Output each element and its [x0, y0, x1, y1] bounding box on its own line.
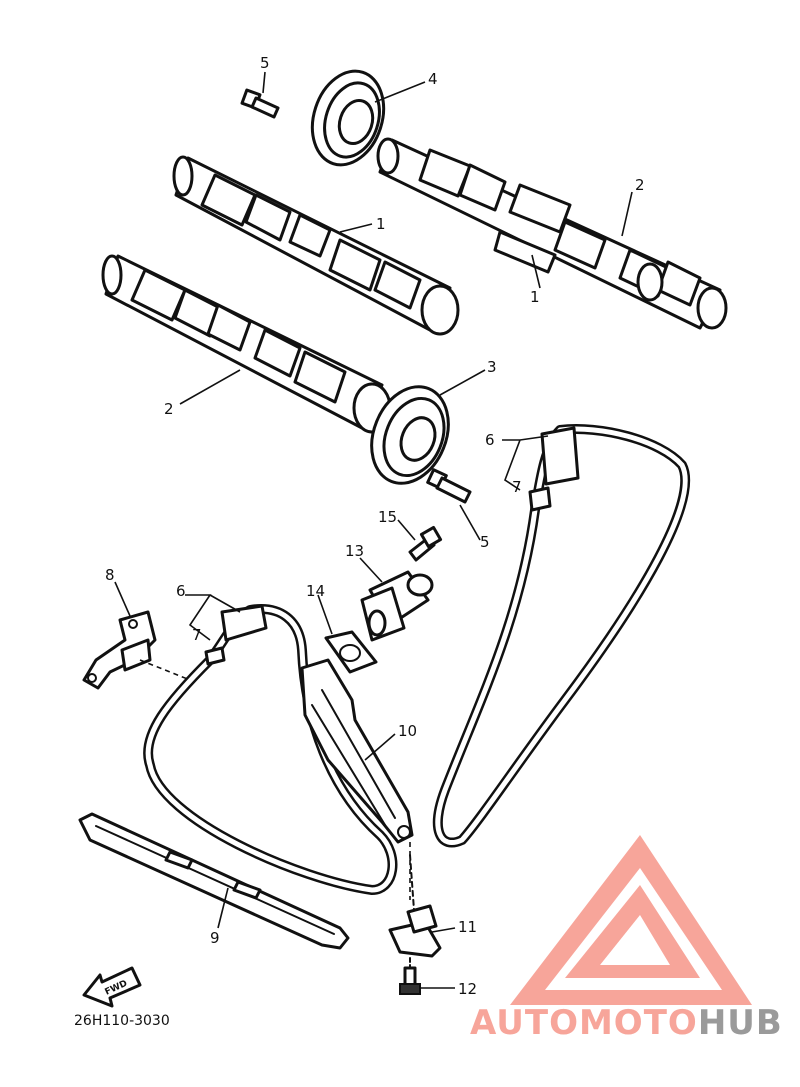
callout-13: 13 — [345, 542, 364, 560]
callout-2-lower: 2 — [164, 400, 174, 418]
camshaft-middle — [172, 155, 460, 336]
callout-12: 12 — [458, 980, 477, 998]
watermark-text-part1: AUTOMOTO — [470, 1003, 698, 1043]
timing-chain-right — [432, 424, 691, 848]
bolt-12 — [399, 957, 421, 995]
callout-14: 14 — [306, 582, 325, 600]
part-code: 26H110-3030 — [74, 1013, 170, 1029]
callout-15: 15 — [378, 508, 397, 526]
stopper-guide-11 — [388, 854, 442, 958]
callout-8: 8 — [105, 566, 115, 584]
callout-10: 10 — [398, 722, 417, 740]
callout-1-upper: 1 — [530, 288, 540, 306]
bolt-5-top — [240, 88, 280, 119]
chain-tensioner-13 — [360, 570, 434, 642]
cam-sprocket-3 — [370, 385, 450, 485]
bracket-8 — [82, 610, 157, 690]
camshaft-upper-right — [376, 137, 728, 330]
callout-11: 11 — [458, 918, 477, 936]
cam-sprocket-4 — [310, 69, 386, 167]
callout-6-right: 6 — [485, 431, 495, 449]
callout-5-lower: 5 — [480, 533, 490, 551]
watermark-logo — [510, 835, 752, 1005]
leader-lines — [114, 71, 633, 989]
callout-4: 4 — [428, 70, 438, 88]
chain-guide-9 — [78, 812, 350, 950]
bolt-15 — [408, 525, 443, 562]
gasket-14 — [324, 630, 378, 674]
watermark-text: AUTOMOTOHUB — [470, 1003, 783, 1043]
callout-3: 3 — [487, 358, 497, 376]
callout-7-right: 7 — [512, 478, 522, 496]
chain-guide-10 — [300, 658, 414, 844]
camshaft-lower-left — [101, 254, 392, 434]
callout-6-left: 6 — [176, 582, 186, 600]
callout-9: 9 — [210, 929, 220, 947]
callout-5-top: 5 — [260, 54, 270, 72]
callout-2-upper: 2 — [635, 176, 645, 194]
watermark-text-part2: HUB — [697, 1003, 783, 1043]
callout-labels: 5 4 1 2 1 2 3 6 7 5 15 13 8 6 7 14 10 11… — [105, 54, 645, 998]
fwd-arrow-icon: FWD — [82, 966, 142, 1008]
bolt-5-lower — [426, 468, 472, 504]
callout-1-middle: 1 — [376, 215, 386, 233]
callout-7-left: 7 — [192, 626, 202, 644]
